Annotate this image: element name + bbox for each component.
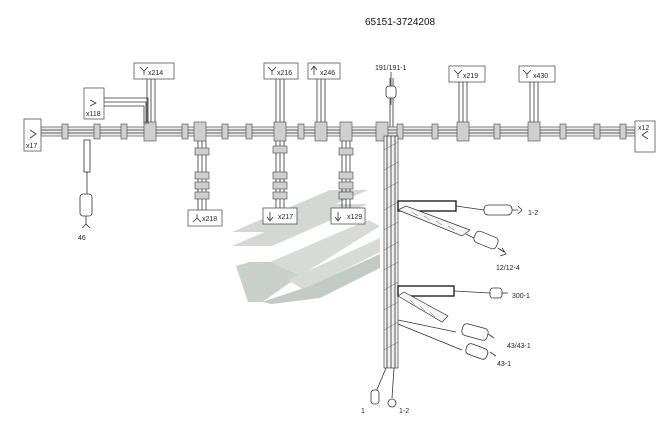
svg-text:x218: x218: [202, 216, 217, 223]
svg-text:x216: x216: [277, 70, 292, 77]
connector-x219: x219: [448, 65, 486, 122]
connector-x17: x17: [23, 118, 42, 152]
watermark-logo: [232, 190, 380, 304]
svg-text:191/191-1: 191/191-1: [375, 65, 407, 72]
terminal-191: 191/191-1: [375, 65, 407, 105]
svg-text:300-1: 300-1: [512, 293, 530, 300]
vertical-trunk: [383, 78, 399, 369]
lower-side-branch: 300-1 43/43-1 43-1: [397, 285, 531, 368]
svg-text:12/12-4: 12/12-4: [496, 265, 520, 272]
svg-text:x217: x217: [278, 214, 293, 221]
terminal-46: 46: [78, 139, 93, 242]
branch-x217: x217: [262, 141, 298, 225]
connector-x216: x216: [263, 62, 299, 122]
svg-text:x12: x12: [638, 125, 649, 132]
connector-x118: x118: [83, 87, 149, 124]
svg-text:43-1: 43-1: [497, 361, 511, 368]
branch-x218: x218: [187, 141, 223, 227]
svg-text:1: 1: [361, 408, 365, 415]
drawing-number: 65151-3724208: [365, 17, 436, 28]
connector-x246: x246: [307, 62, 341, 122]
svg-text:x246: x246: [320, 70, 335, 77]
svg-text:43/43-1: 43/43-1: [507, 343, 531, 350]
svg-text:x430: x430: [533, 73, 548, 80]
bottom-terminals: 1 1-2: [361, 367, 409, 415]
connector-x214: x214: [133, 62, 175, 122]
svg-text:1-2: 1-2: [528, 210, 538, 217]
svg-text:x118: x118: [86, 111, 101, 118]
svg-text:x219: x219: [463, 73, 478, 80]
branch-x129: x129: [330, 141, 366, 225]
svg-text:1-2: 1-2: [399, 408, 409, 415]
main-harness: [39, 121, 637, 142]
svg-text:x214: x214: [148, 70, 163, 77]
svg-text:46: 46: [78, 235, 86, 242]
upper-side-branch: 1-2 12/12-4: [397, 200, 538, 272]
connector-x430: x430: [518, 65, 556, 122]
connector-x12: x12: [634, 120, 656, 153]
svg-text:x17: x17: [26, 143, 37, 150]
svg-text:x129: x129: [347, 214, 362, 221]
